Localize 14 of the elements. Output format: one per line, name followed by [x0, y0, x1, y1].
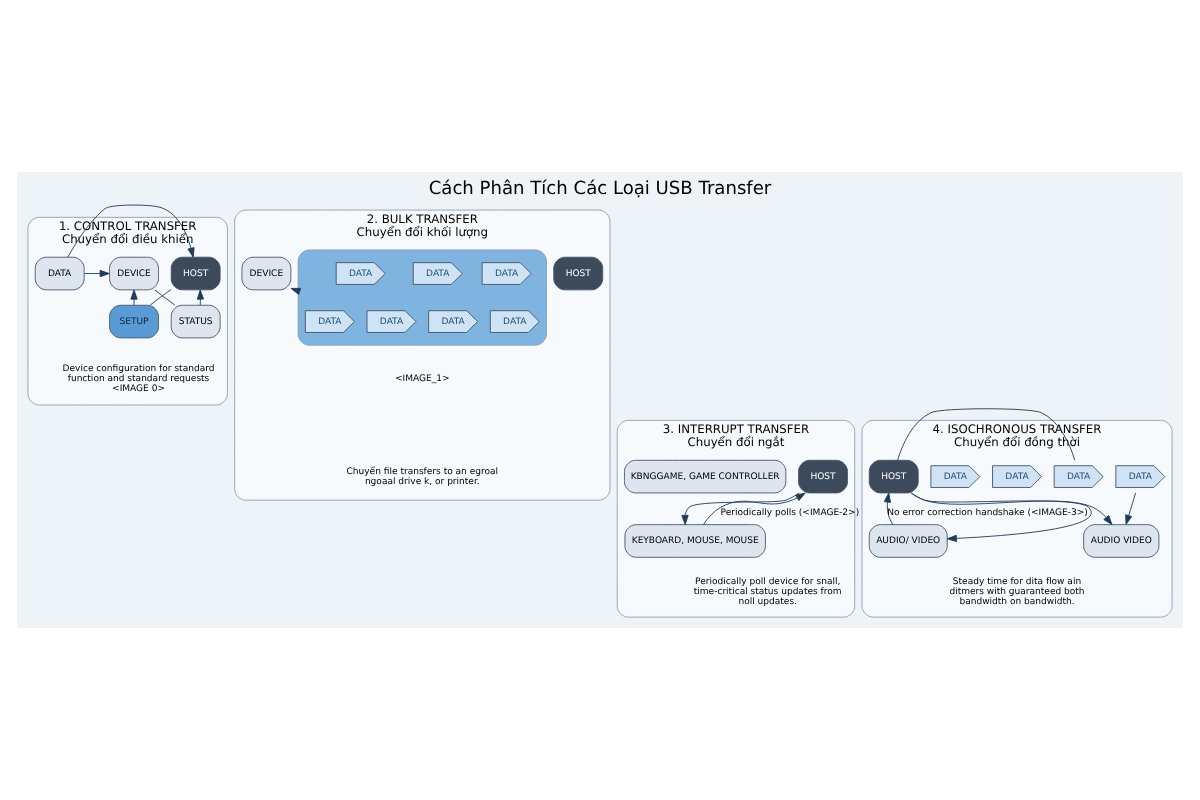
connector: [149, 289, 172, 306]
connector: [154, 289, 176, 306]
arrow: [1125, 492, 1137, 525]
arrow: [130, 289, 138, 306]
diagram-title: Cách Phân Tích Các Loại USB Transfer: [428, 179, 772, 200]
arrow: [67, 204, 195, 258]
arrow: [883, 492, 894, 526]
cluster: [297, 249, 547, 346]
arrow: [681, 492, 800, 525]
arrow: [83, 269, 110, 278]
arrow: [703, 492, 806, 525]
connector: [897, 408, 1076, 461]
arrow: [196, 289, 205, 306]
arrow: [910, 492, 1092, 542]
